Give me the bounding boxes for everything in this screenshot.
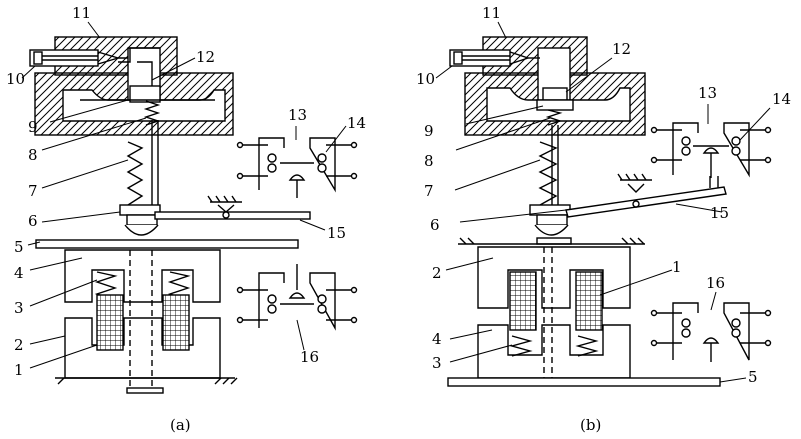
adjusting-screw-b [449, 49, 540, 67]
label-3-b: 3 [432, 354, 442, 372]
adjusting-screw-a [29, 48, 131, 67]
contact-box-16-a [236, 264, 358, 331]
panel-b [435, 21, 772, 387]
label-14-b: 14 [772, 90, 791, 108]
coil-1-a-right [162, 294, 190, 351]
plate-5-a [35, 239, 299, 249]
label-11-a: 11 [72, 4, 91, 22]
stem-b [551, 125, 559, 205]
core-4-b [477, 324, 631, 379]
label-5-b: 5 [748, 368, 758, 386]
plate-5-b [447, 377, 721, 387]
label-10-b: 10 [416, 70, 435, 88]
label-15-b: 15 [710, 204, 729, 222]
label-5-a: 5 [14, 238, 24, 256]
label-4-b: 4 [432, 330, 442, 348]
label-16-b: 16 [706, 274, 725, 292]
contact-box-13-b [650, 122, 772, 178]
label-8-b: 8 [424, 152, 434, 170]
label-13-b: 13 [698, 84, 717, 102]
caption-a: (a) [170, 416, 191, 434]
axis-b [543, 247, 553, 378]
label-3-a: 3 [14, 299, 24, 317]
coil-1-b-left [509, 271, 537, 331]
lever-15-b [565, 173, 727, 218]
label-2-b: 2 [432, 264, 442, 282]
label-7-a: 7 [28, 182, 38, 200]
label-16-a: 16 [300, 348, 319, 366]
labels-b: 11 10 12 9 8 7 13 14 6 15 2 1 16 4 3 5 (… [416, 4, 791, 434]
label-2-a: 2 [14, 336, 24, 354]
lever-15-a [154, 195, 311, 220]
label-10-a: 10 [6, 70, 25, 88]
spring-7-a [126, 141, 144, 206]
contact-box-13-a [236, 137, 358, 198]
label-6-b: 6 [430, 216, 440, 234]
spring-8-b [545, 109, 563, 126]
spring-3-b-left [509, 335, 533, 357]
coil-1-a-left [96, 294, 124, 351]
label-1-b: 1 [672, 258, 682, 276]
plate-6-a [119, 204, 161, 216]
label-15-a: 15 [327, 224, 346, 242]
label-14-a: 14 [347, 114, 366, 132]
stem-a [151, 120, 159, 206]
label-13-a: 13 [288, 106, 307, 124]
pneumatic-head-a [34, 36, 234, 136]
panel-a [21, 21, 358, 394]
label-12-a: 12 [196, 48, 215, 66]
labels-a: 11 10 12 9 8 7 13 14 6 15 5 4 3 2 1 16 (… [6, 4, 366, 434]
label-7-b: 7 [424, 182, 434, 200]
contact-box-16-b [650, 302, 772, 362]
label-1-a: 1 [14, 361, 24, 379]
label-6-a: 6 [28, 212, 38, 230]
spring-7-b [538, 141, 558, 206]
caption-b: (b) [580, 416, 601, 434]
core-2-b [477, 246, 631, 309]
label-9-b: 9 [424, 122, 434, 140]
coil-1-b-right [575, 271, 603, 331]
label-11-b: 11 [482, 4, 501, 22]
label-8-a: 8 [28, 146, 38, 164]
label-12-b: 12 [612, 40, 631, 58]
core-4-a [64, 249, 221, 303]
label-4-a: 4 [14, 264, 24, 282]
label-9-a: 9 [28, 118, 38, 136]
